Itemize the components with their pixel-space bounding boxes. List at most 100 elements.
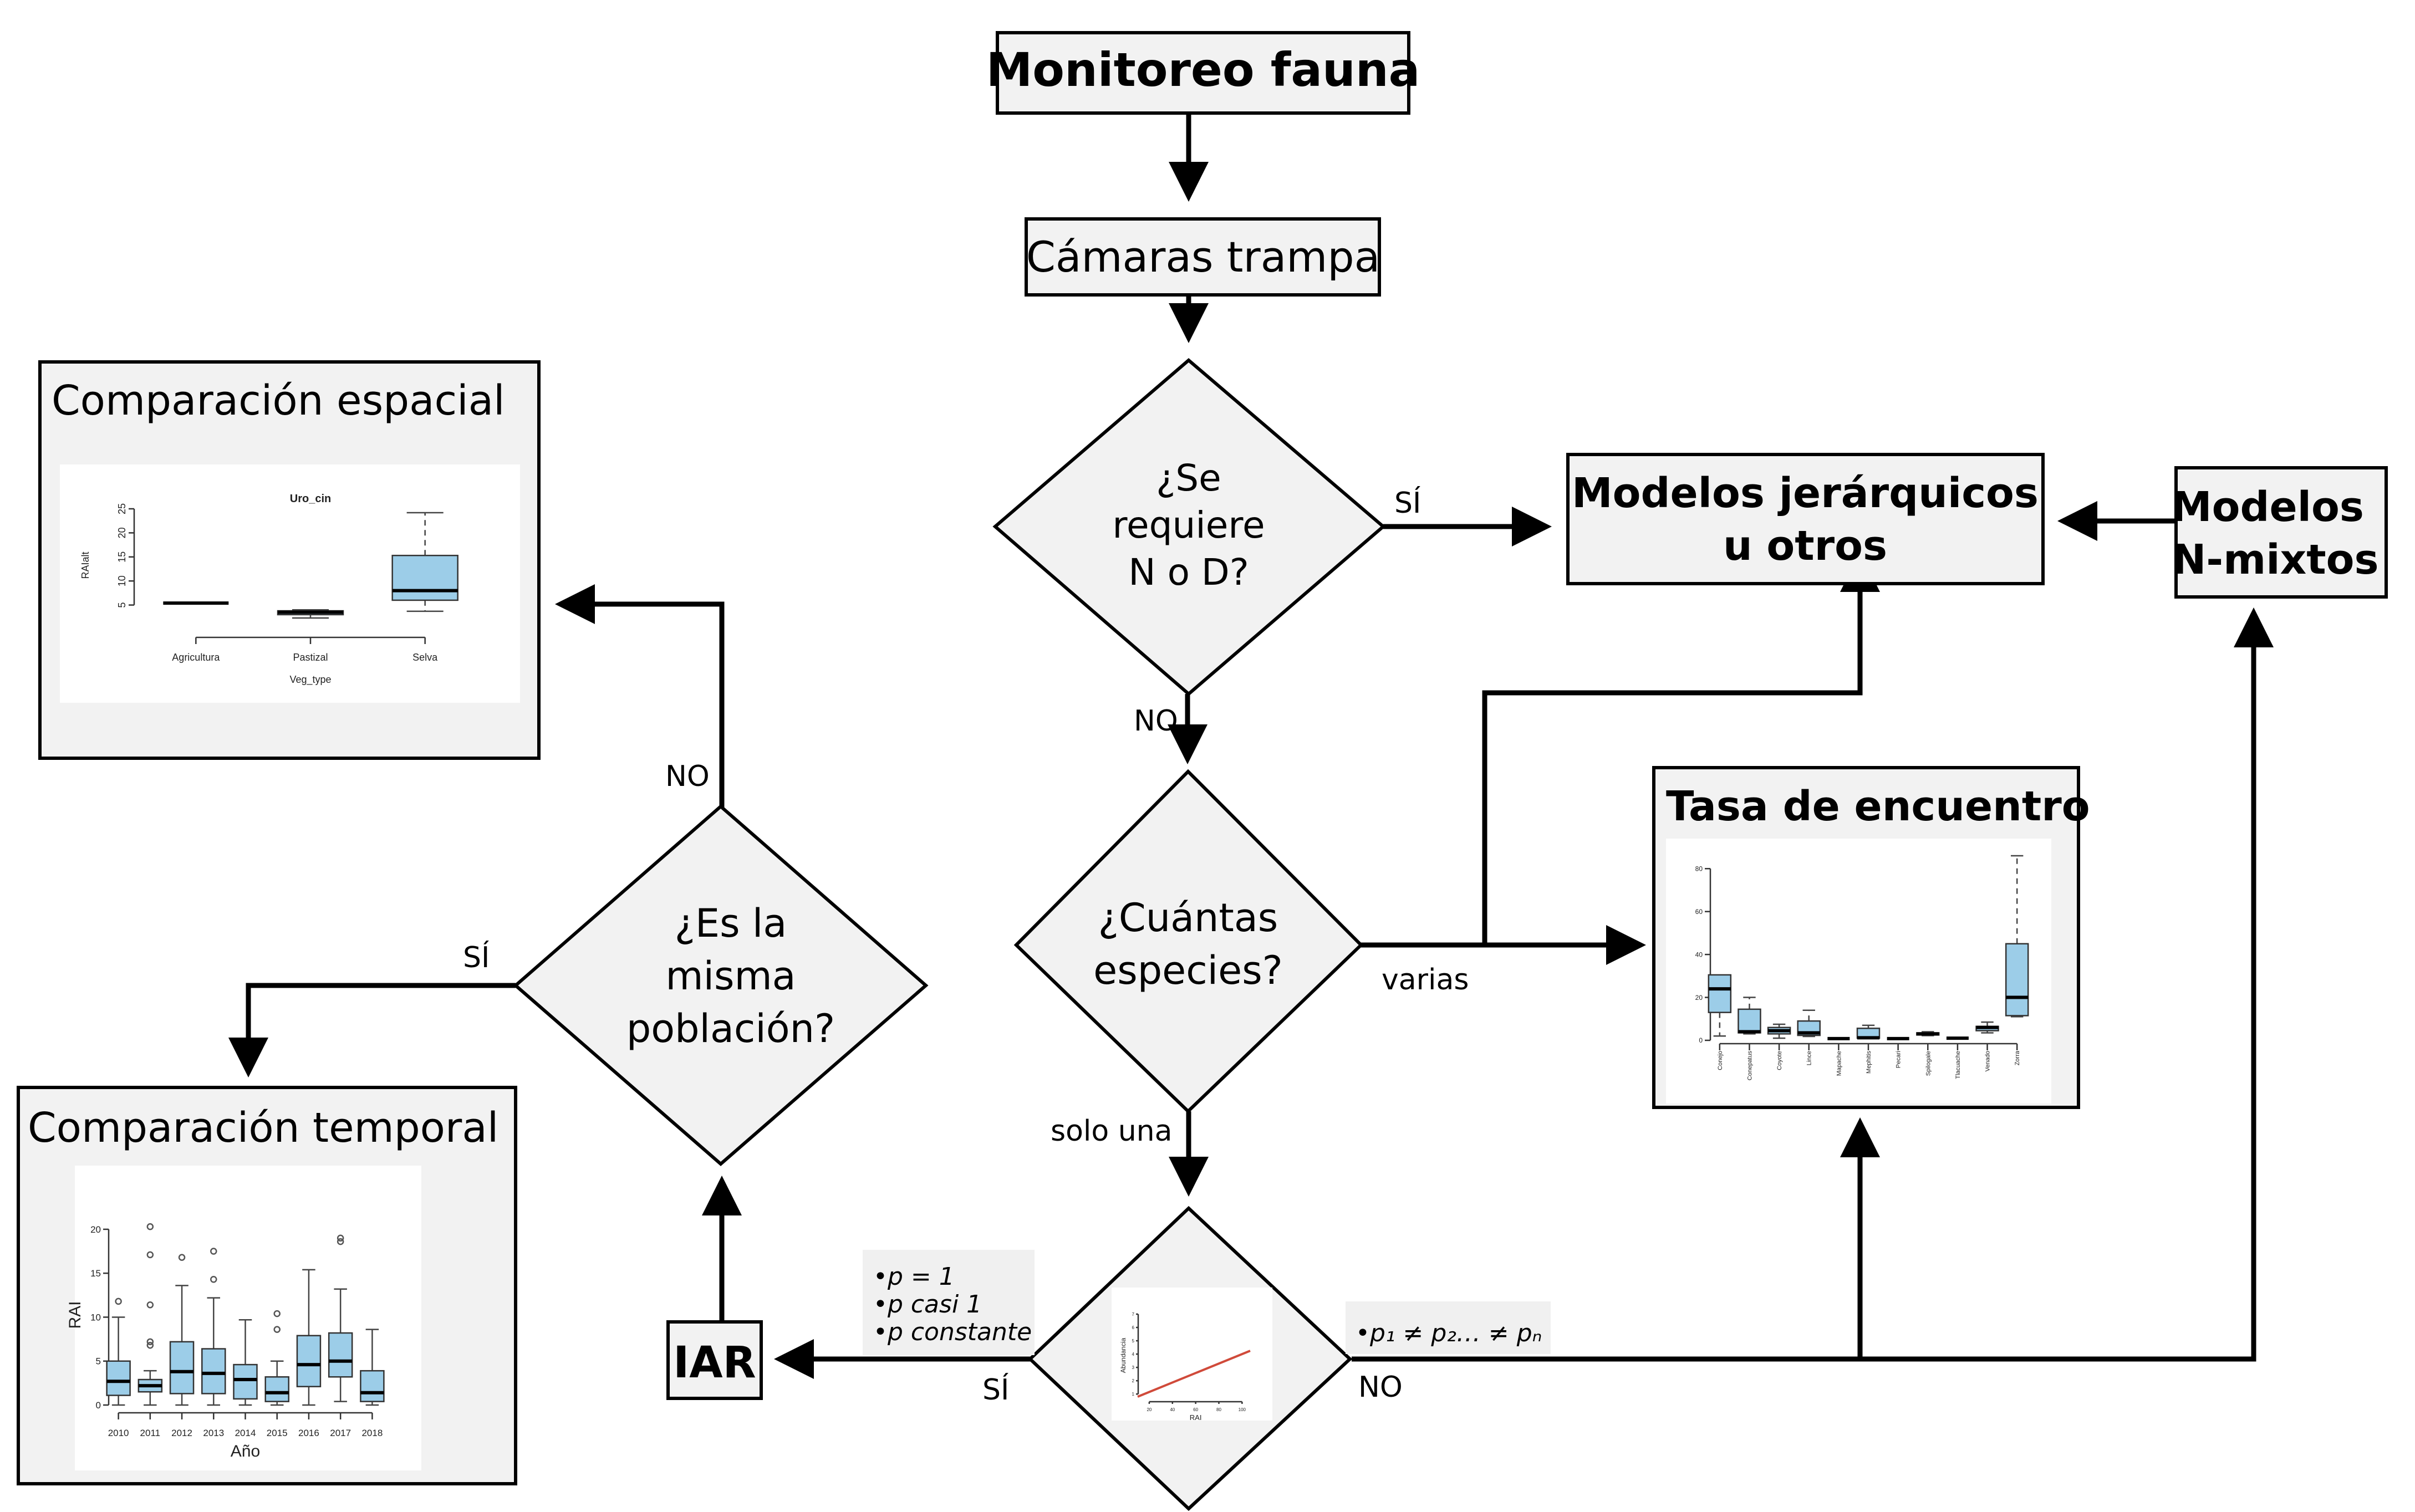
x-tick-label: 80 bbox=[1216, 1407, 1221, 1412]
edge-poblacion-espacial bbox=[555, 584, 725, 809]
y-tick-label: 5 bbox=[1132, 1339, 1135, 1344]
node-modelos-nmixtos[interactable]: Modelos N-mixtos bbox=[2171, 466, 2388, 599]
y-tick-label: 20 bbox=[90, 1224, 101, 1235]
label-cuantas-solo-una: solo una bbox=[1051, 1115, 1172, 1148]
decision-requiere[interactable]: ¿Se requiere N o D? bbox=[992, 358, 1386, 696]
y-tick-label: 15 bbox=[116, 551, 128, 563]
outlier-point bbox=[210, 1248, 217, 1255]
decision-poblacion-line-2: misma bbox=[665, 953, 796, 999]
note-si-line-1: •p = 1 bbox=[873, 1263, 955, 1291]
y-tick-label: 10 bbox=[116, 575, 128, 586]
label-deteccion-si: SÍ bbox=[982, 1373, 1009, 1407]
y-tick-label: 7 bbox=[1132, 1312, 1135, 1317]
box-Selva bbox=[391, 554, 458, 601]
box-2017 bbox=[328, 1332, 353, 1378]
x-tick-label: 60 bbox=[1193, 1407, 1198, 1412]
box-Zorra bbox=[2005, 943, 2029, 1016]
y-tick-label: 20 bbox=[1695, 994, 1703, 1002]
box-2010 bbox=[106, 1360, 131, 1396]
x-tick-label: Zorra bbox=[2014, 1050, 2021, 1065]
y-tick-label: 5 bbox=[96, 1356, 101, 1367]
y-tick-label: 15 bbox=[90, 1268, 101, 1279]
x-axis-label: Año bbox=[231, 1442, 260, 1460]
label-deteccion-no: NO bbox=[1358, 1371, 1403, 1404]
label-poblacion-no: NO bbox=[665, 760, 710, 793]
node-modelos-nmixtos-line-2: N-mixtos bbox=[2172, 536, 2378, 584]
outlier-point bbox=[273, 1310, 281, 1317]
box-2014 bbox=[233, 1363, 258, 1400]
node-camaras[interactable]: Cámaras trampa bbox=[1025, 217, 1381, 297]
x-tick-label: Mapache bbox=[1836, 1051, 1842, 1076]
node-monitoreo[interactable]: Monitoreo fauna bbox=[986, 31, 1420, 115]
y-tick-label: 40 bbox=[1695, 951, 1703, 958]
box-2013 bbox=[201, 1348, 226, 1394]
box-2012 bbox=[169, 1341, 195, 1394]
decision-requiere-line-1: ¿Se bbox=[1156, 457, 1221, 499]
decision-cuantas-line-2: especies? bbox=[1093, 948, 1283, 993]
note-si-box bbox=[863, 1250, 1035, 1355]
note-no-line: •p₁ ≠ p₂… ≠ pₙ bbox=[1356, 1319, 1542, 1347]
y-tick-label: 0 bbox=[1699, 1036, 1703, 1044]
y-tick-label: 5 bbox=[116, 602, 128, 608]
y-tick-label: 20 bbox=[116, 527, 128, 538]
outlier-point bbox=[337, 1234, 344, 1242]
x-tick-label: Mephitis bbox=[1866, 1051, 1872, 1074]
x-tick-label: Conepatus bbox=[1746, 1051, 1753, 1081]
plot-background bbox=[1666, 839, 2051, 1104]
x-tick-label: Tlacuache bbox=[1955, 1051, 1961, 1079]
x-tick-label: 40 bbox=[1170, 1407, 1175, 1412]
decision-poblacion[interactable]: ¿Es la misma población? bbox=[513, 804, 929, 1166]
plot-background bbox=[75, 1166, 421, 1470]
x-tick-label: 2017 bbox=[330, 1428, 351, 1438]
edges bbox=[228, 115, 2274, 1379]
node-modelos-jerarquicos[interactable]: Modelos jerárquicos u otros bbox=[1566, 453, 2045, 585]
y-tick-label: 60 bbox=[1695, 908, 1703, 916]
y-tick-label: 1 bbox=[1132, 1392, 1135, 1397]
node-modelos-nmixtos-line-1: Modelos bbox=[2171, 483, 2364, 531]
y-axis-label: Abundancia bbox=[1119, 1337, 1127, 1373]
panel-comparacion-espacial-title: Comparación espacial bbox=[52, 377, 505, 425]
decision-cuantas[interactable]: ¿Cuántas especies? bbox=[1013, 769, 1364, 1114]
x-tick-label: 100 bbox=[1239, 1407, 1246, 1412]
node-camaras-label: Cámaras trampa bbox=[1026, 232, 1380, 282]
label-requiere-si: SÍ bbox=[1394, 486, 1421, 520]
x-tick-label: Coyote bbox=[1776, 1051, 1783, 1070]
y-tick-label: 4 bbox=[1132, 1352, 1135, 1357]
node-iar[interactable]: IAR bbox=[666, 1320, 763, 1400]
x-axis-label: RAI bbox=[1190, 1413, 1202, 1422]
y-tick-label: 10 bbox=[90, 1312, 101, 1322]
edge-poblacion-temporal bbox=[228, 983, 516, 1077]
decision-requiere-line-3: N o D? bbox=[1128, 551, 1249, 594]
x-axis-label: Veg_type bbox=[289, 674, 331, 686]
outlier-point bbox=[337, 1238, 344, 1245]
x-tick-label: Conejo bbox=[1717, 1051, 1724, 1070]
panel-comparacion-espacial[interactable]: Comparación espacial 510152025Agricultur… bbox=[38, 360, 541, 760]
y-tick-label: 80 bbox=[1695, 865, 1703, 872]
x-tick-label: Selva bbox=[412, 652, 438, 663]
x-tick-label: 20 bbox=[1147, 1407, 1152, 1412]
y-tick-label: 6 bbox=[1132, 1325, 1135, 1330]
label-cuantas-varias: varias bbox=[1382, 963, 1469, 997]
x-tick-label: 2010 bbox=[108, 1428, 129, 1438]
outlier-point bbox=[146, 1223, 154, 1230]
plot-background bbox=[1112, 1288, 1272, 1421]
x-tick-label: 2018 bbox=[361, 1428, 383, 1438]
y-tick-label: 0 bbox=[96, 1400, 101, 1411]
y-tick-label: 2 bbox=[1132, 1378, 1135, 1383]
edge-deteccion-no bbox=[1352, 607, 2274, 1362]
node-monitoreo-label: Monitoreo fauna bbox=[986, 43, 1420, 97]
outlier-point bbox=[178, 1254, 186, 1261]
x-tick-label: Agricultura bbox=[172, 652, 220, 663]
x-tick-label: Lince bbox=[1806, 1051, 1813, 1065]
y-axis-label: RAIalt bbox=[80, 551, 91, 579]
x-tick-label: Pecari bbox=[1896, 1051, 1902, 1068]
x-tick-label: 2016 bbox=[298, 1428, 319, 1438]
decision-cuantas-line-1: ¿Cuántas bbox=[1098, 895, 1278, 941]
